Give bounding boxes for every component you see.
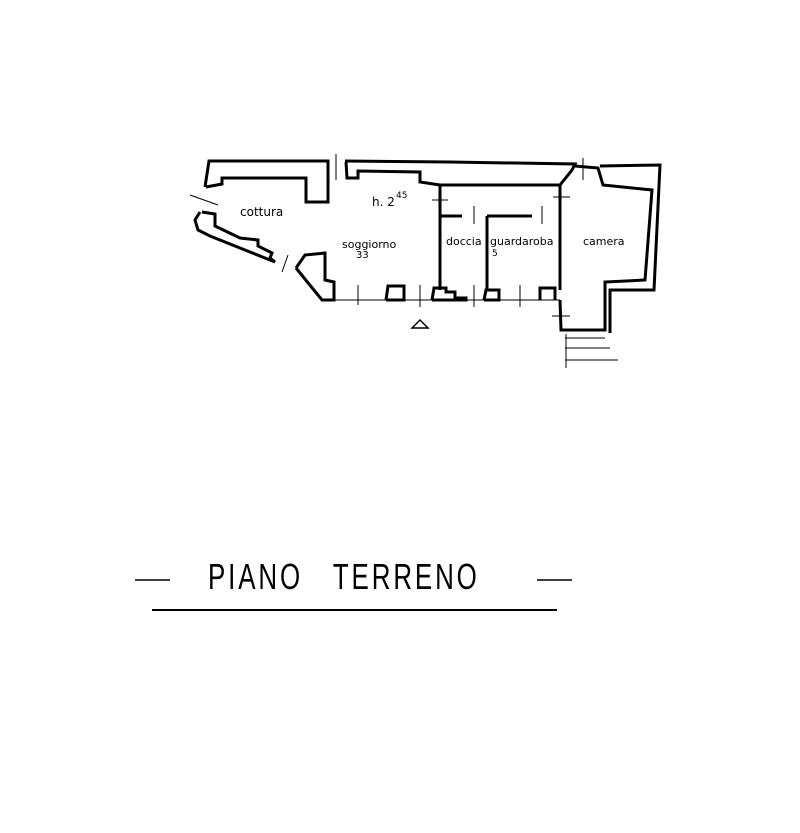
room-area-guardaroba: 5 [492, 249, 498, 259]
height-label: h. 2 [372, 195, 395, 209]
wall-top-inner [344, 161, 560, 187]
wall-camera [558, 164, 654, 332]
room-label-guardaroba: guardaroba [490, 235, 553, 248]
wall-cottura-top [203, 159, 330, 204]
wall-bottom-4 [538, 286, 557, 300]
wall-bottom-3 [482, 288, 501, 302]
entrance-triangle-icon [410, 318, 430, 329]
plan-title-text: PIANO TERRENO [208, 556, 480, 597]
wall-soggiorno-pillar [294, 251, 336, 302]
wall-camera-outer [599, 163, 662, 333]
room-area-soggiorno: 33 [356, 250, 369, 261]
room-label-cottura: cottura [240, 205, 283, 219]
height-label-sup: 45 [396, 191, 407, 201]
room-label-doccia: doccia [446, 235, 482, 248]
wall-bottom-2 [430, 286, 468, 302]
wall-top [344, 159, 578, 186]
wall-cottura-left [193, 210, 276, 264]
opening-marks [189, 154, 618, 368]
room-label-camera: camera [583, 235, 625, 248]
room-label-soggiorno: soggiorno [342, 238, 397, 251]
wall-bottom-1 [384, 284, 406, 302]
